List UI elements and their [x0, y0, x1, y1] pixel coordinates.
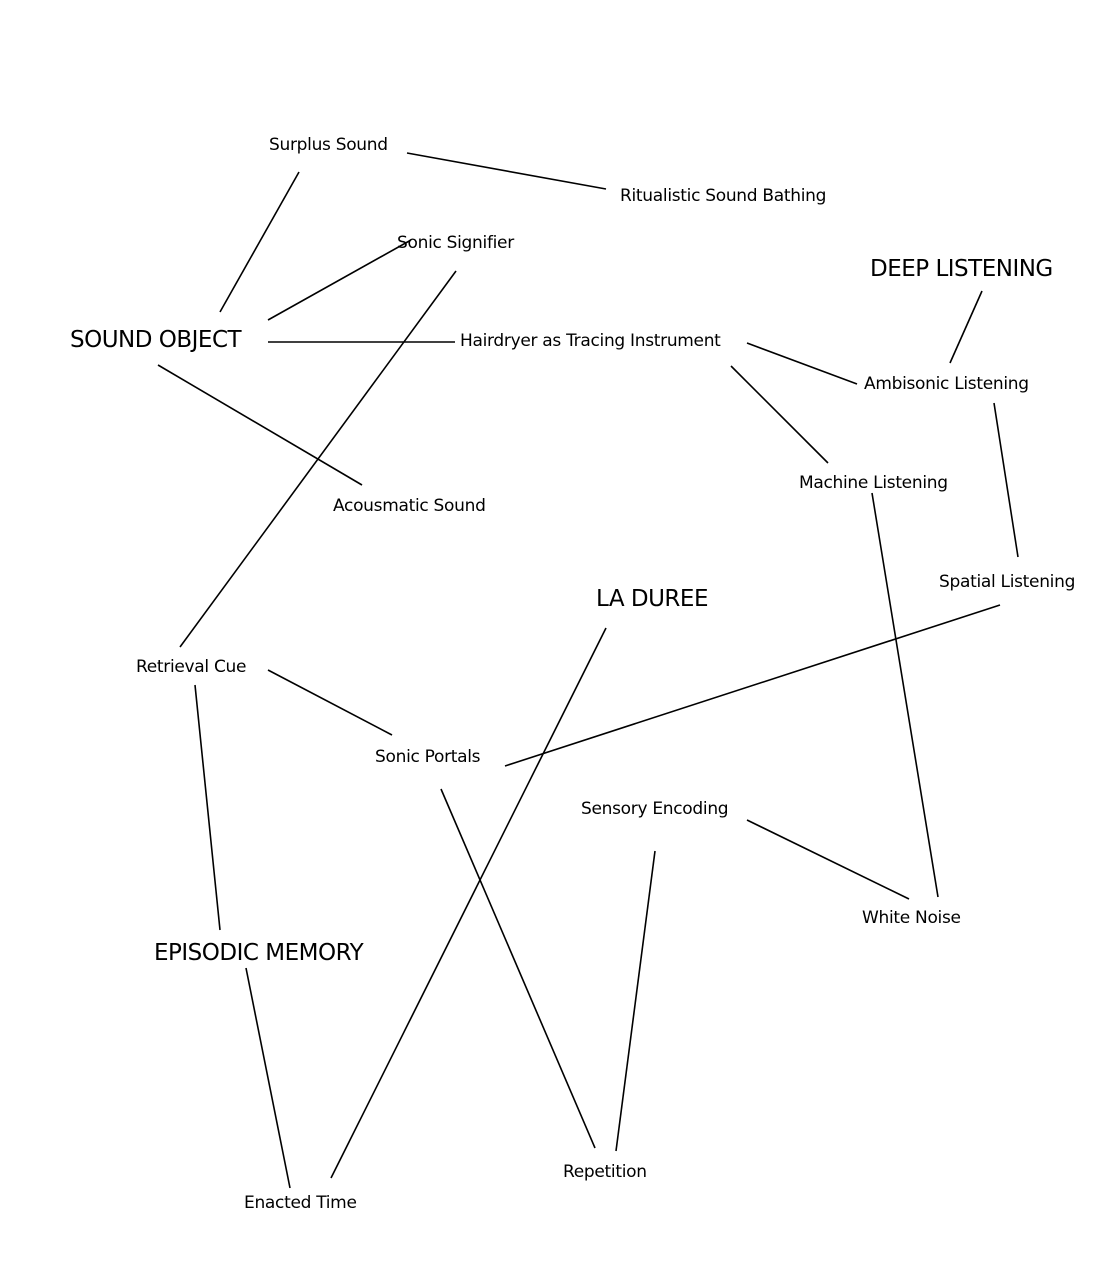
node-sensory-encoding: Sensory Encoding — [581, 799, 729, 819]
node-sonic-signifier: Sonic Signifier — [397, 233, 514, 253]
node-spatial-listening: Spatial Listening — [939, 572, 1076, 592]
edge-retrieval-cue-to-sonic-portals — [267, 669, 393, 736]
node-surplus-sound: Surplus Sound — [269, 135, 388, 155]
edge-deep-listening-to-ambisonic — [949, 290, 983, 364]
edge-ambisonic-to-spatial-listening — [993, 402, 1019, 558]
edge-machine-listening-to-white-noise — [871, 492, 939, 898]
node-repetition: Repetition — [563, 1162, 647, 1182]
edge-episodic-memory-to-enacted-time — [245, 967, 291, 1189]
edge-sensory-encoding-to-white-noise — [746, 819, 910, 900]
node-ambisonic-listening: Ambisonic Listening — [864, 374, 1029, 394]
edge-sound-object-to-acousmatic — [157, 364, 363, 486]
node-white-noise: White Noise — [862, 908, 961, 928]
edge-retrieval-cue-to-episodic-memory — [194, 684, 221, 931]
edge-surplus-sound-to-sound-object — [219, 171, 300, 313]
node-episodic-memory: EPISODIC MEMORY — [154, 940, 364, 966]
node-acousmatic-sound: Acousmatic Sound — [333, 496, 486, 516]
node-sound-object: SOUND OBJECT — [70, 327, 242, 353]
edge-spatial-listening-to-sonic-portals — [504, 604, 1001, 767]
node-la-duree: LA DUREE — [596, 586, 708, 612]
node-hairdryer-tracing-instrument: Hairdryer as Tracing Instrument — [460, 331, 721, 351]
node-ritualistic-sound-bathing: Ritualistic Sound Bathing — [620, 186, 827, 206]
node-sonic-portals: Sonic Portals — [375, 747, 481, 767]
edge-sensory-encoding-to-repetition — [615, 850, 656, 1152]
edge-sonic-portals-to-repetition — [440, 788, 596, 1149]
edge-sonic-signifier-to-sound-object — [267, 239, 412, 321]
node-enacted-time: Enacted Time — [244, 1193, 357, 1213]
edge-la-duree-to-enacted-time — [330, 627, 607, 1179]
node-retrieval-cue: Retrieval Cue — [136, 657, 247, 677]
edge-hairdryer-to-machine-listening — [730, 365, 829, 464]
edge-hairdryer-to-ambisonic — [746, 342, 858, 385]
node-machine-listening: Machine Listening — [799, 473, 948, 493]
edge-surplus-sound-to-ritualistic — [406, 152, 607, 190]
node-deep-listening: DEEP LISTENING — [870, 256, 1053, 282]
